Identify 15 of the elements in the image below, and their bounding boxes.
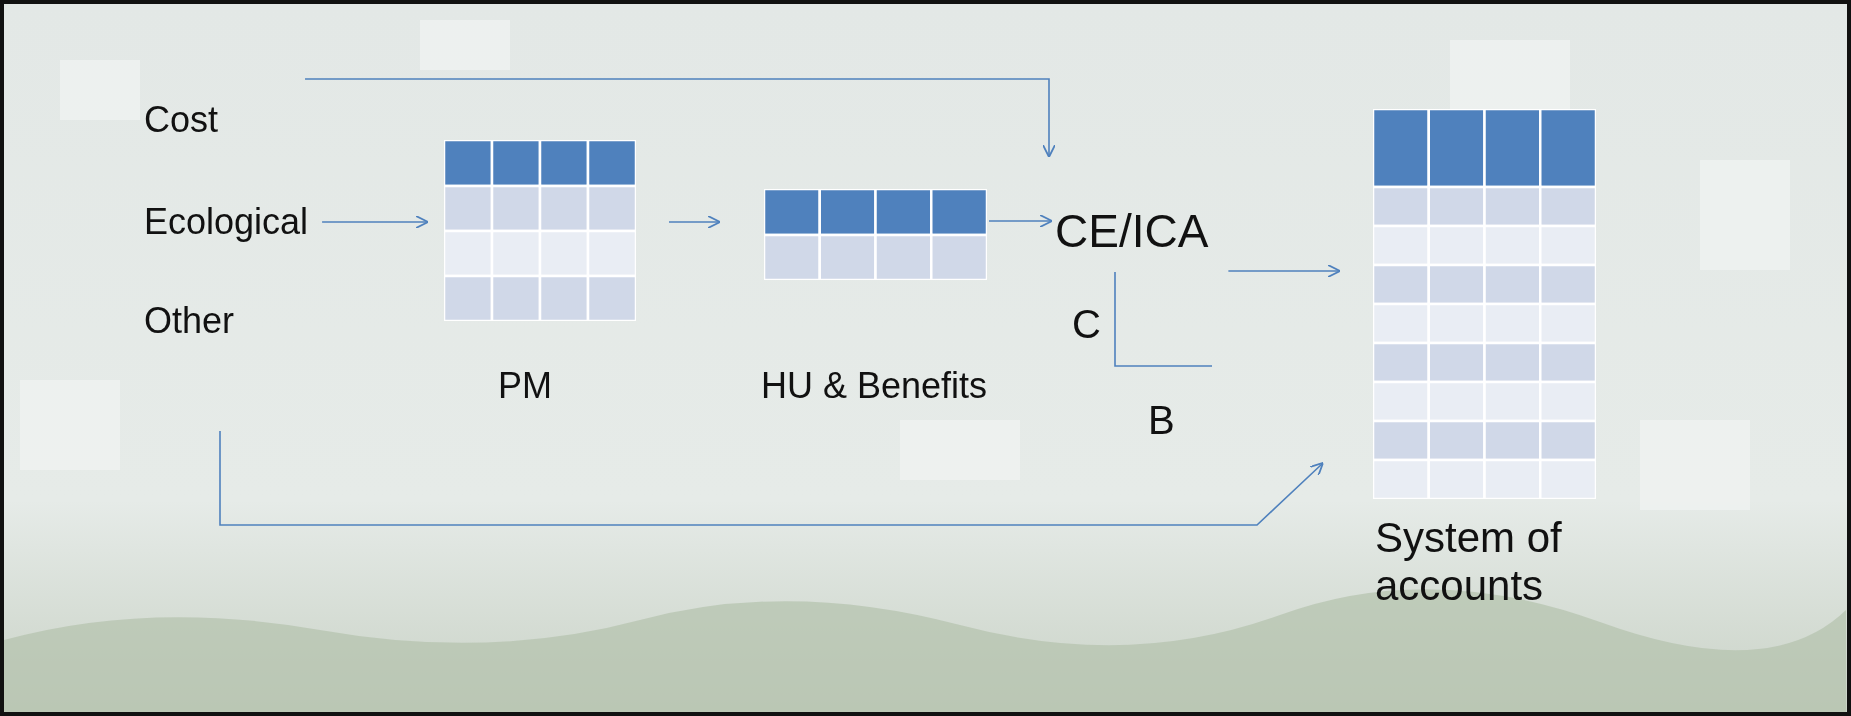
- axis-label: C: [1072, 302, 1101, 347]
- arrow: [321, 215, 429, 229]
- table-caption: System of accounts: [1375, 514, 1563, 610]
- arrow: [668, 215, 721, 229]
- arrow: [304, 78, 1056, 158]
- arrow: [219, 430, 1324, 526]
- node-label: CE/ICA: [1055, 205, 1209, 257]
- arrow: [988, 214, 1053, 228]
- arrow: [1227, 264, 1341, 278]
- axis-label: B: [1148, 398, 1175, 443]
- table-caption: PM: [498, 365, 552, 407]
- node-label: Cost: [144, 99, 219, 141]
- node-label: Other: [144, 300, 235, 342]
- table-caption: HU & Benefits: [760, 365, 988, 407]
- node-label: Ecological: [144, 201, 309, 243]
